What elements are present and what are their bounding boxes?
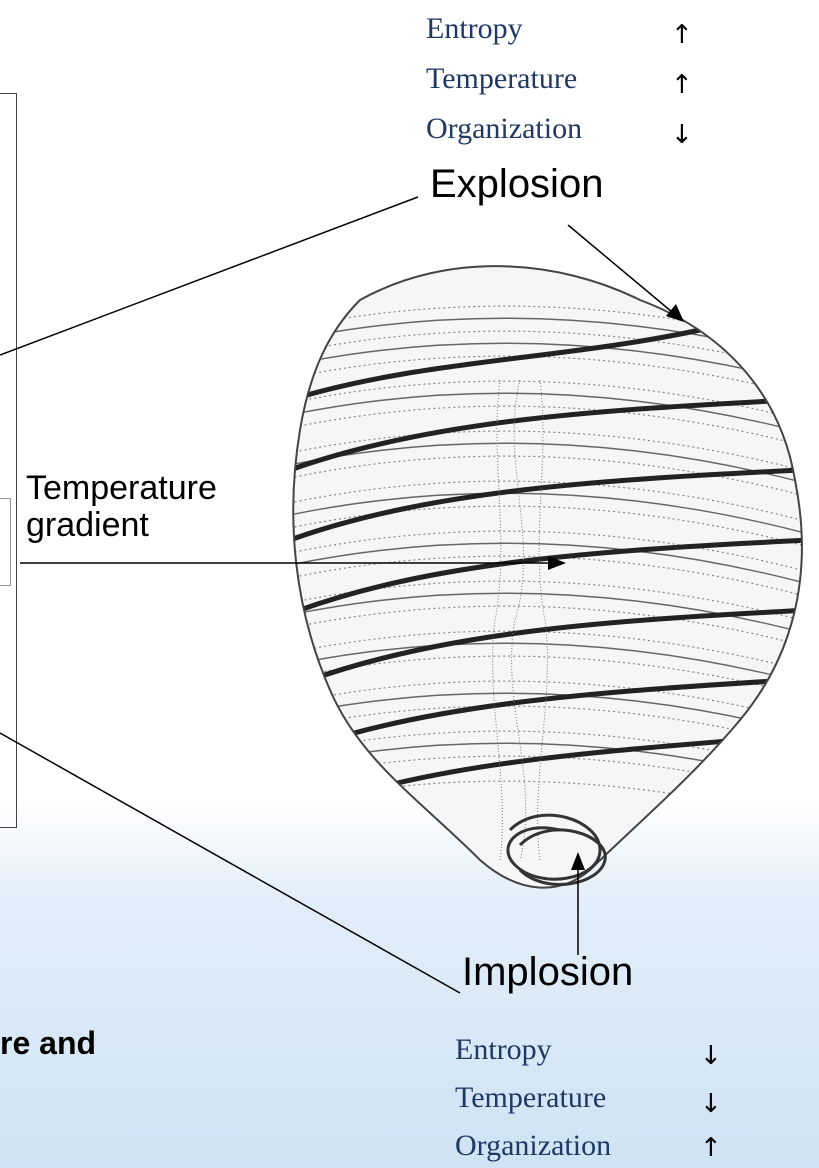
bottom-property-organization: Organization xyxy=(455,1129,612,1162)
gradient-label-line1: Temperature xyxy=(26,469,217,507)
gradient-label-line2: gradient xyxy=(26,506,149,545)
top-temperature-arrow: ↑ xyxy=(671,70,693,100)
cutoff-caption: re and xyxy=(0,1025,97,1061)
top-organization-arrow: ↓ xyxy=(671,120,693,150)
top-property-entropy: Entropy xyxy=(426,12,523,45)
left-panel-inner-box xyxy=(0,498,11,586)
top-property-temperature: Temperature xyxy=(426,62,578,95)
explosion-arrowhead xyxy=(666,304,684,322)
leader-line-upper xyxy=(0,196,419,356)
explosion-label: Explosion xyxy=(430,162,604,206)
explosion-arrow-line xyxy=(567,224,679,318)
implosion-arrowhead xyxy=(571,852,585,870)
top-property-organization: Organization xyxy=(426,112,583,145)
implosion-label: Implosion xyxy=(462,950,634,994)
bottom-property-entropy: Entropy xyxy=(455,1033,552,1066)
gradient-arrowhead xyxy=(548,556,566,570)
left-panel-frame xyxy=(0,93,17,828)
bottom-organization-arrow: ↑ xyxy=(700,1133,722,1163)
torus-illustration xyxy=(293,266,802,888)
bottom-property-temperature: Temperature xyxy=(455,1081,607,1114)
top-entropy-arrow: ↑ xyxy=(671,20,693,50)
bottom-temperature-arrow: ↓ xyxy=(700,1089,722,1119)
leader-line-lower xyxy=(0,732,461,994)
temperature-gradient-label: Temperature gradient xyxy=(26,469,217,545)
bottom-knot xyxy=(506,813,607,886)
bottom-entropy-arrow: ↓ xyxy=(700,1041,722,1071)
